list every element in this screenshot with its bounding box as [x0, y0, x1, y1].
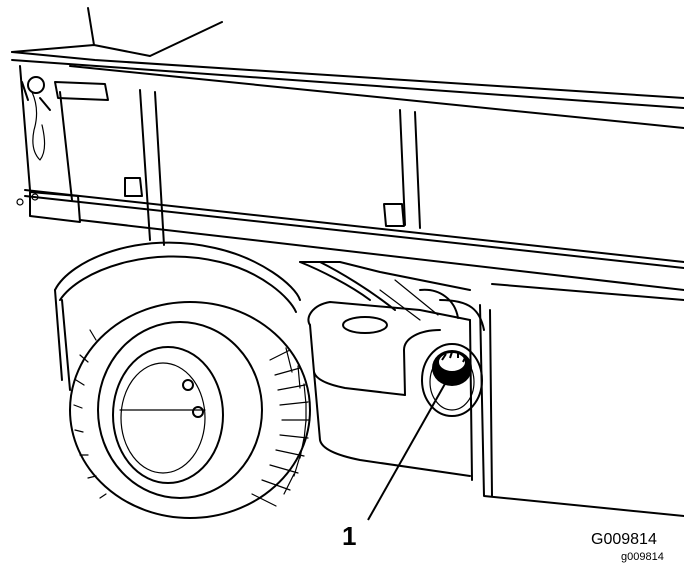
- callout-number-1: 1: [342, 521, 357, 551]
- figure-id-label: G009814: [591, 531, 657, 548]
- callout-1-leader: [367, 381, 447, 521]
- rear-wheel: [69, 301, 311, 519]
- fuel-cap-icon: [432, 350, 472, 386]
- fuel-tank: [299, 261, 684, 517]
- cargo-bed-frame: [11, 7, 684, 301]
- tailgate-latch: [16, 76, 109, 206]
- figure-ref-label: g009814: [621, 551, 664, 563]
- rear-fender: [54, 241, 301, 391]
